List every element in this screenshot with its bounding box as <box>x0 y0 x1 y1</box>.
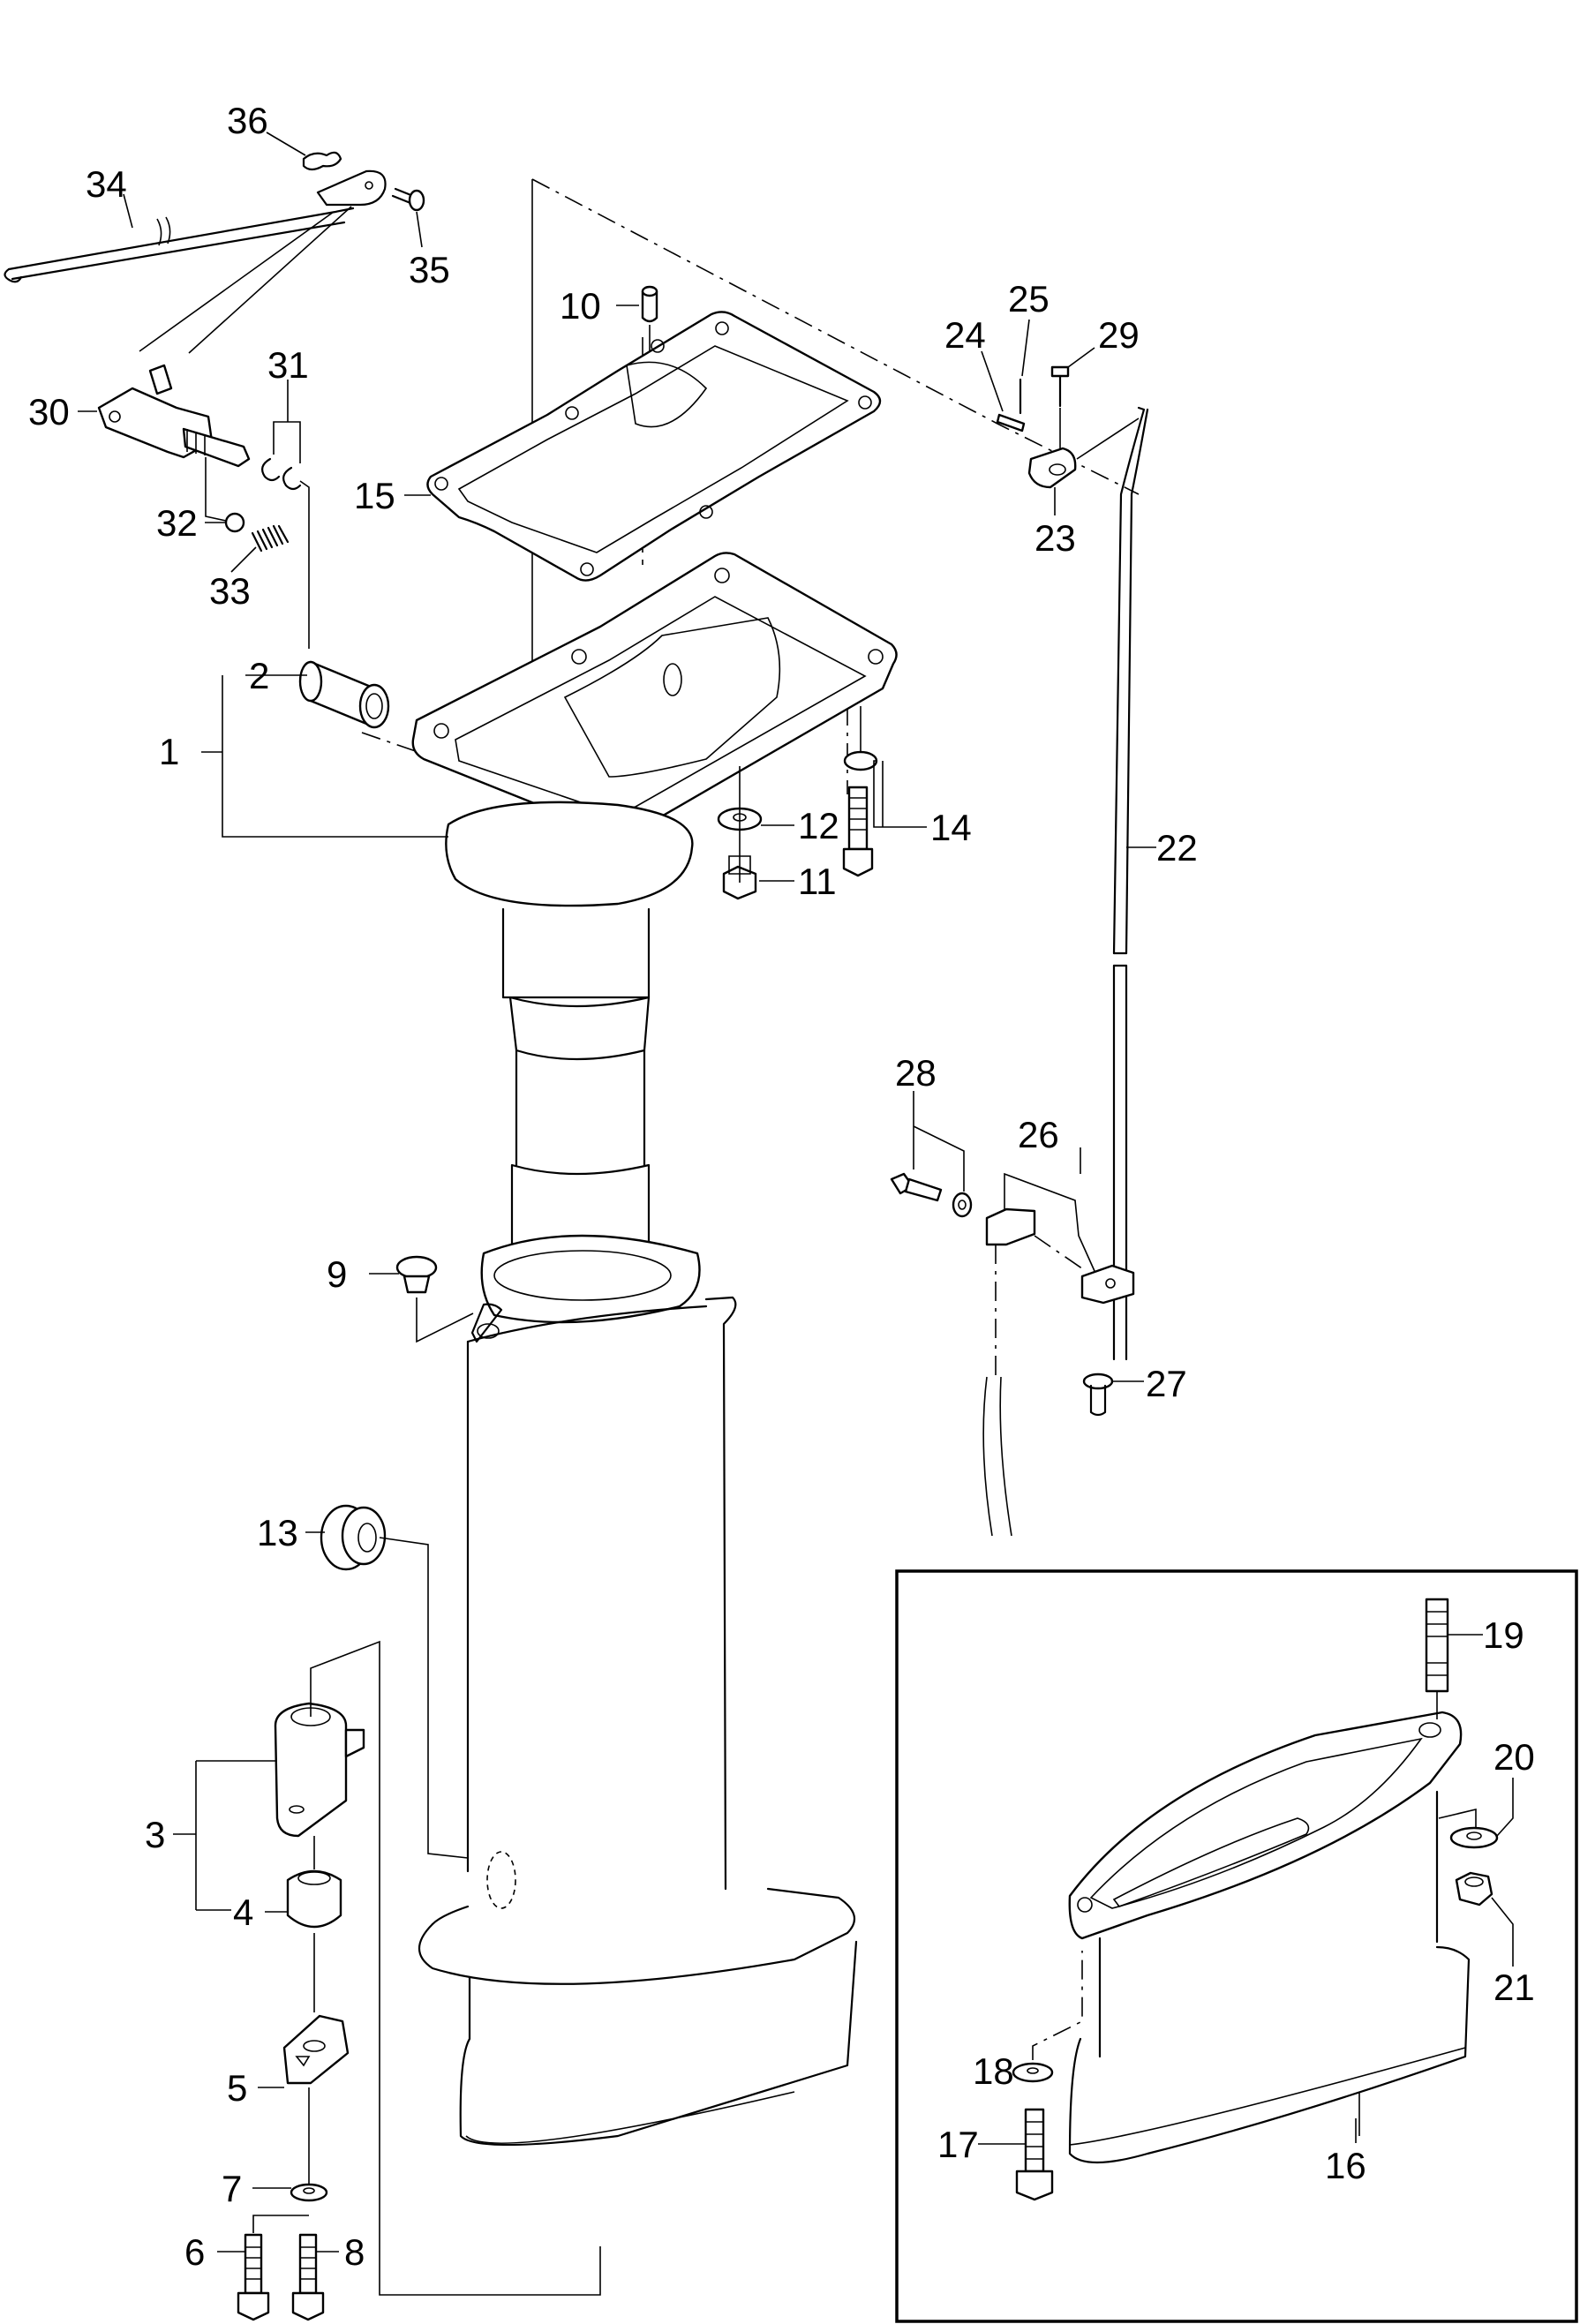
callout-34[interactable]: 34 <box>86 163 127 205</box>
part-20-washer[interactable] <box>1438 1808 1499 1849</box>
callout-13[interactable]: 13 <box>257 1512 298 1553</box>
inset-box <box>895 1569 1578 2323</box>
part-28-bolt-washer[interactable] <box>890 1091 973 1218</box>
part-17-bolt[interactable] <box>1015 2108 1054 2201</box>
part-18-washer[interactable] <box>1012 1951 1083 2083</box>
part-30-lever-assy[interactable] <box>97 364 251 468</box>
leader-30-to-32 <box>205 457 227 522</box>
callout-14[interactable]: 14 <box>930 807 972 848</box>
drive-shaft-housing[interactable] <box>418 907 858 2147</box>
part-21-nut[interactable] <box>1455 1871 1493 1907</box>
part-32-ball[interactable] <box>224 512 245 533</box>
callout-29[interactable]: 29 <box>1098 314 1140 356</box>
part-26-clamp-set[interactable] <box>982 1172 1135 1537</box>
part-5-plate[interactable] <box>282 2014 350 2085</box>
leader-6-8 <box>252 2215 309 2233</box>
callout-16[interactable]: 16 <box>1325 2145 1366 2186</box>
part-16-spacer[interactable] <box>1068 1711 1471 2164</box>
part-3-bracket[interactable] <box>274 1640 601 2296</box>
callout-17[interactable]: 17 <box>937 2124 979 2165</box>
part-35-pin[interactable] <box>391 187 425 212</box>
callout-25[interactable]: 25 <box>1008 278 1050 320</box>
callout-32[interactable]: 32 <box>156 502 198 544</box>
callout-2[interactable]: 2 <box>249 655 269 696</box>
part-33-spring[interactable] <box>251 524 290 553</box>
part-31-o-rings[interactable] <box>260 457 302 491</box>
callout-20[interactable]: 20 <box>1493 1736 1535 1778</box>
callout-6[interactable]: 6 <box>184 2231 205 2273</box>
part-15-gasket[interactable] <box>426 311 882 582</box>
part-14-bolt-washer[interactable] <box>842 750 878 877</box>
callout-4[interactable]: 4 <box>233 1892 253 1933</box>
callout-26[interactable]: 26 <box>1018 1114 1059 1155</box>
leader-31-to-2 <box>299 480 310 649</box>
part-36-clip[interactable] <box>302 151 342 171</box>
part-24-pin[interactable] <box>996 413 1026 432</box>
callout-12[interactable]: 12 <box>798 805 839 846</box>
part-27-o-ring[interactable] <box>1082 1373 1114 1417</box>
callout-leaders <box>78 132 1514 2253</box>
callout-7[interactable]: 7 <box>222 2168 242 2209</box>
callout-19[interactable]: 19 <box>1483 1614 1524 1656</box>
callout-30[interactable]: 30 <box>28 391 70 432</box>
part-7-washer[interactable] <box>290 2087 328 2202</box>
part-2-bushing[interactable] <box>298 660 390 729</box>
part-1-housing[interactable] <box>411 552 898 907</box>
callout-36[interactable]: 36 <box>227 100 268 141</box>
callout-22[interactable]: 22 <box>1156 827 1198 869</box>
part-9-plug[interactable] <box>395 1255 474 1343</box>
part-13-grommet[interactable] <box>320 1504 469 1859</box>
callout-9[interactable]: 9 <box>327 1253 347 1295</box>
leader-rod-to-30 <box>139 206 352 354</box>
part-6-bolt[interactable] <box>237 2233 270 2321</box>
callout-15[interactable]: 15 <box>354 475 395 516</box>
callout-10[interactable]: 10 <box>560 285 601 327</box>
part-10-dowel[interactable] <box>641 285 658 351</box>
part-19-stud[interactable] <box>1425 1598 1449 1719</box>
callout-5[interactable]: 5 <box>227 2067 247 2109</box>
part-23-clamp[interactable] <box>1027 417 1140 489</box>
callout-3[interactable]: 3 <box>145 1814 165 1855</box>
callout-31[interactable]: 31 <box>267 344 309 386</box>
callout-11[interactable]: 11 <box>798 861 837 902</box>
callout-23[interactable]: 23 <box>1035 517 1076 559</box>
callout-33[interactable]: 33 <box>209 570 251 612</box>
callout-21[interactable]: 21 <box>1493 1967 1535 2008</box>
callout-27[interactable]: 27 <box>1146 1363 1187 1404</box>
callout-28[interactable]: 28 <box>895 1052 937 1094</box>
part-8-bolt[interactable] <box>291 2233 325 2321</box>
part-4-nut[interactable] <box>286 1836 342 2012</box>
callout-24[interactable]: 24 <box>944 314 986 356</box>
part-22-dipstick[interactable] <box>1112 406 1149 1361</box>
callout-35[interactable]: 35 <box>409 249 450 290</box>
part-29-screw[interactable] <box>1050 365 1070 448</box>
callout-18[interactable]: 18 <box>973 2050 1014 2092</box>
callout-8[interactable]: 8 <box>344 2231 365 2273</box>
callout-1[interactable]: 1 <box>159 731 179 772</box>
callout-labels: 1 2 3 4 5 6 7 8 9 10 11 12 13 14 15 16 1… <box>28 100 1535 2273</box>
